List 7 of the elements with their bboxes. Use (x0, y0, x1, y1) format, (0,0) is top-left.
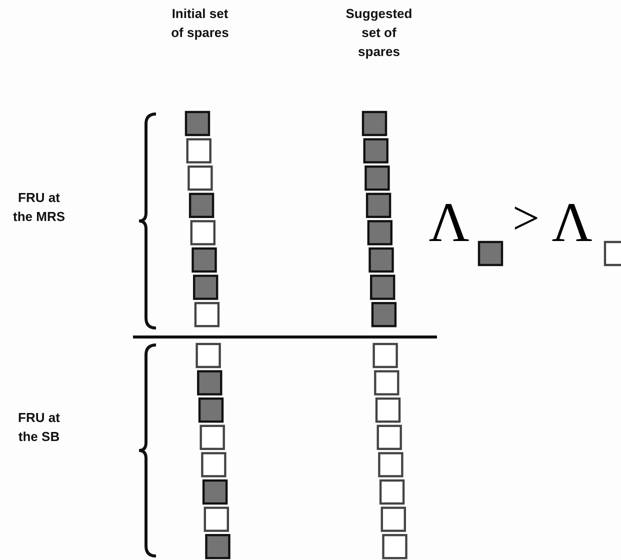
formula-text: Λ (550, 195, 594, 251)
formula-text: > (511, 195, 541, 243)
column-heading: Initial set of spares (170, 5, 230, 42)
column-heading: Suggested set of spares (344, 5, 414, 61)
group-label: FRU at the MRS (12, 189, 66, 226)
group-label: FRU at the SB (17, 409, 61, 446)
formula-text: Λ (428, 195, 470, 251)
